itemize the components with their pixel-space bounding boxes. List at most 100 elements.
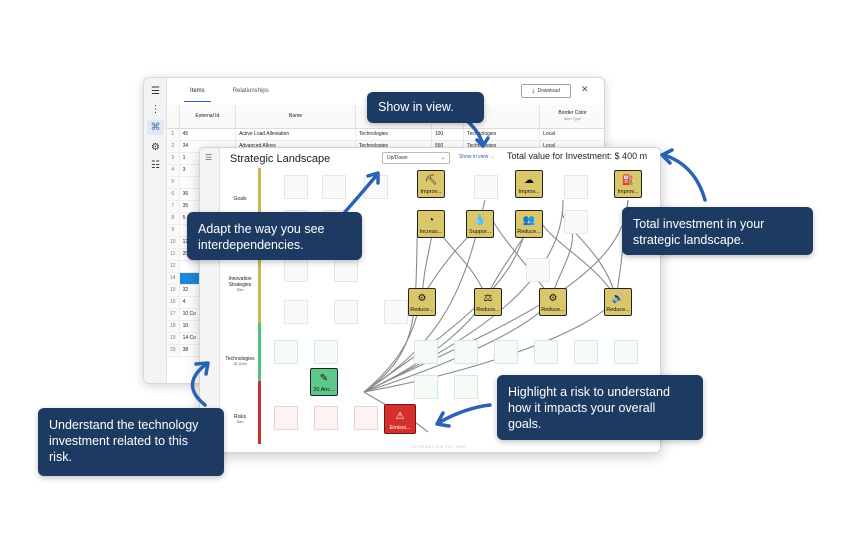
collapsed-side-panel[interactable]: ☰ xyxy=(200,148,220,452)
lane-value: 30m xyxy=(236,288,244,292)
node-label: Reduce... xyxy=(541,307,565,313)
page-title: Strategic Landscape xyxy=(230,153,331,165)
show-in-view-button[interactable]: Show in view → xyxy=(456,152,498,164)
gear-icon[interactable]: ⚙ xyxy=(151,142,160,153)
risk-node[interactable]: ⚠ Emissi... xyxy=(384,404,416,434)
footer-text: INFORMATION PICTURE xyxy=(410,444,466,449)
node-label: Emissi... xyxy=(389,425,411,431)
row-number: 14 xyxy=(167,272,180,285)
row-number: 2 xyxy=(167,140,180,153)
pen-icon: ✎ xyxy=(319,373,329,384)
hierarchy-icon[interactable]: ⋮ xyxy=(150,104,161,115)
download-button[interactable]: ⤓ Download xyxy=(521,84,571,98)
engine-icon: ⚙ xyxy=(417,293,427,304)
goal-node[interactable]: ⛏ Improv... xyxy=(417,170,445,198)
menu-icon[interactable]: ☰ xyxy=(205,153,213,162)
ghost-node xyxy=(284,300,308,324)
row-number: 12 xyxy=(167,260,180,273)
technology-node[interactable]: ✎ 20 Airc... xyxy=(310,368,338,396)
ghost-node xyxy=(564,175,588,199)
gear-icon: ⚙ xyxy=(548,293,558,304)
table-cell[interactable]: 45 xyxy=(179,128,237,141)
row-number: 18 xyxy=(167,320,180,333)
node-label: Reduce... xyxy=(517,229,541,235)
column-header[interactable]: Name xyxy=(235,105,356,129)
total-value-text: Total value for Investment: $ 400 m xyxy=(507,151,648,161)
risks-lane-bar xyxy=(258,381,261,444)
strategy-node[interactable]: ⚙ Reduce... xyxy=(539,288,567,316)
view-mode-select[interactable]: Up/Down ⌄ xyxy=(382,152,450,164)
row-number: 3 xyxy=(167,152,180,165)
technologies-lane-bar xyxy=(258,323,261,381)
goal-node[interactable]: 👥 Reduce... xyxy=(515,210,543,238)
table-cell[interactable]: Active Load Alleviation xyxy=(235,128,356,141)
row-number: 20 xyxy=(167,344,180,357)
ghost-node xyxy=(526,258,550,282)
table-cell[interactable]: Technologies xyxy=(355,128,432,141)
network-icon[interactable]: ⌘ xyxy=(147,120,164,135)
table-cell[interactable]: 100 xyxy=(431,128,465,141)
download-label: Download xyxy=(537,88,560,94)
table-cell[interactable]: Local xyxy=(539,128,604,141)
ghost-node xyxy=(334,258,358,282)
callout-total-investment: Total investment in your strategic lands… xyxy=(622,207,813,255)
column-header-label: External Id xyxy=(195,113,220,120)
ghost-node xyxy=(322,175,346,199)
row-number: 16 xyxy=(167,296,180,309)
strategy-node[interactable]: 🔊Reduce... xyxy=(604,288,632,316)
cloud-icon: ☁ xyxy=(524,175,534,186)
tab-relationships[interactable]: Relationships xyxy=(232,88,269,94)
ghost-node xyxy=(474,175,498,199)
goal-node[interactable]: ☁Improv... xyxy=(515,170,543,198)
node-label: Reduce... xyxy=(410,307,434,313)
column-header-label: Name xyxy=(288,113,303,120)
close-icon[interactable]: ✕ xyxy=(581,84,589,94)
list-icon[interactable]: ☷ xyxy=(151,160,160,171)
row-number: 1 xyxy=(167,128,180,141)
arrow-right-icon: → xyxy=(489,154,495,160)
node-label: 20 Airc... xyxy=(313,387,335,393)
callout-show-in-view: Show in view. xyxy=(367,92,484,123)
table-cell[interactable]: Technologies xyxy=(463,128,541,141)
side-toolbar: ☰ ⋮ ⌘ ⚙ ☷ xyxy=(144,78,167,383)
row-number-header xyxy=(167,105,180,129)
tree-view-icon[interactable]: ☰ xyxy=(151,86,160,97)
strategy-node[interactable]: ⚙ Reduce... xyxy=(408,288,436,316)
warning-icon: ⚠ xyxy=(395,411,405,422)
ghost-node xyxy=(364,175,388,199)
tab-items[interactable]: Items xyxy=(184,84,211,102)
goal-node[interactable]: ⛽Improv... xyxy=(614,170,642,198)
drill-icon: ⛏ xyxy=(424,175,438,186)
people-icon: 👥 xyxy=(522,215,536,226)
ghost-node xyxy=(274,406,298,430)
row-number: 17 xyxy=(167,308,180,321)
callout-adapt: Adapt the way you see interdependencies. xyxy=(187,212,362,260)
row-number: 19 xyxy=(167,332,180,345)
pie-icon: ◔ xyxy=(427,215,435,226)
row-number: 9 xyxy=(167,224,180,237)
lane-label: Risks xyxy=(233,414,247,420)
goal-node[interactable]: ◔Increas... xyxy=(417,210,445,238)
goal-node[interactable]: 💧Suppor... xyxy=(466,210,494,238)
node-label: Improv... xyxy=(420,189,442,195)
row-number: 7 xyxy=(167,200,180,213)
ghost-node xyxy=(284,258,308,282)
fuel-icon: ⛽ xyxy=(621,175,635,186)
weight-icon: ⚖ xyxy=(483,293,493,304)
lane-label: Innovation Strategies xyxy=(228,276,252,288)
strategy-node[interactable]: ⚖ Reduce... xyxy=(474,288,502,316)
row-number: 6 xyxy=(167,188,180,201)
column-header[interactable]: External Id xyxy=(179,105,237,129)
callout-highlight-risk: Highlight a risk to understand how it im… xyxy=(497,375,703,440)
ghost-node xyxy=(454,340,478,364)
download-icon: ⤓ xyxy=(532,88,535,94)
ghost-node xyxy=(414,340,438,364)
column-header-sub: Item Type xyxy=(563,116,582,122)
node-label: Reduce... xyxy=(476,307,500,313)
row-number: 4 xyxy=(167,164,180,177)
ghost-node xyxy=(574,340,598,364)
